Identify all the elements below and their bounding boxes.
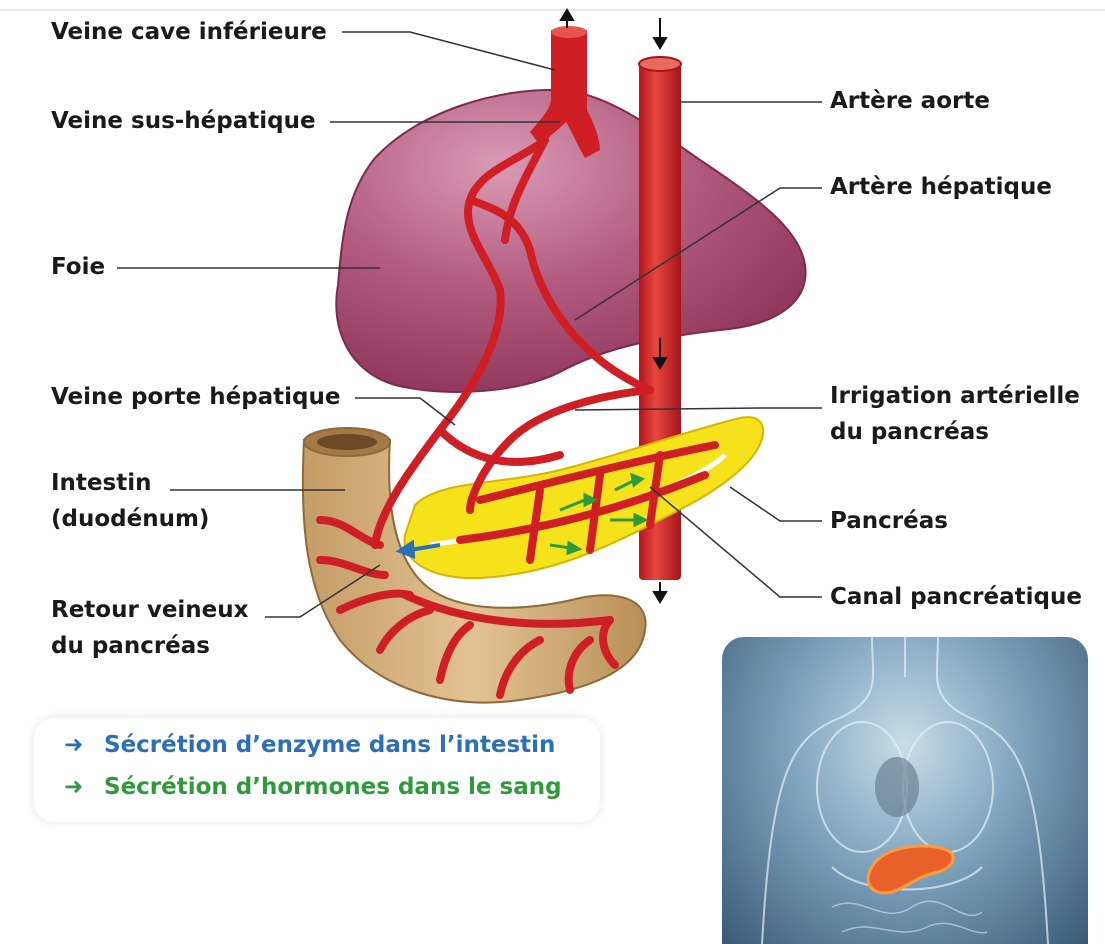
label-intestin: Intestin (duodénum) <box>51 465 209 537</box>
arrow-right-icon: ➜ <box>64 732 104 758</box>
label-irrigation-line2: du pancréas <box>830 414 1080 450</box>
liver-shape <box>336 90 805 392</box>
label-artere-hepatique: Artère hépatique <box>830 169 1052 205</box>
label-retour-line2: du pancréas <box>51 628 249 664</box>
legend-hormones-text: Sécrétion d’hormones dans le sang <box>104 774 562 800</box>
label-artere-aorte: Artère aorte <box>830 83 990 119</box>
label-canal-pancreatique: Canal pancréatique <box>830 579 1082 615</box>
label-veine-cave: Veine cave inférieure <box>51 14 327 50</box>
label-retour-veineux: Retour veineux du pancréas <box>51 592 249 664</box>
label-retour-line1: Retour veineux <box>51 592 249 628</box>
arrow-right-icon: ➜ <box>64 774 104 800</box>
label-irrigation: Irrigation artérielle du pancréas <box>830 378 1080 450</box>
legend-enzyme: ➜Sécrétion d’enzyme dans l’intestin <box>64 732 555 758</box>
body-xray-image <box>722 637 1088 944</box>
label-pancreas: Pancréas <box>830 503 948 539</box>
label-intestin-line1: Intestin <box>51 465 209 501</box>
legend-hormones: ➜Sécrétion d’hormones dans le sang <box>64 774 562 800</box>
body-silhouette <box>722 637 1088 944</box>
label-foie: Foie <box>51 249 105 285</box>
label-veine-porte: Veine porte hépatique <box>51 379 341 415</box>
label-intestin-line2: (duodénum) <box>51 501 209 537</box>
label-veine-sus-hepatique: Veine sus-hépatique <box>51 103 316 139</box>
label-irrigation-line1: Irrigation artérielle <box>830 378 1080 414</box>
legend-enzyme-text: Sécrétion d’enzyme dans l’intestin <box>104 732 555 758</box>
legend-box: ➜Sécrétion d’enzyme dans l’intestin ➜Séc… <box>34 718 600 822</box>
